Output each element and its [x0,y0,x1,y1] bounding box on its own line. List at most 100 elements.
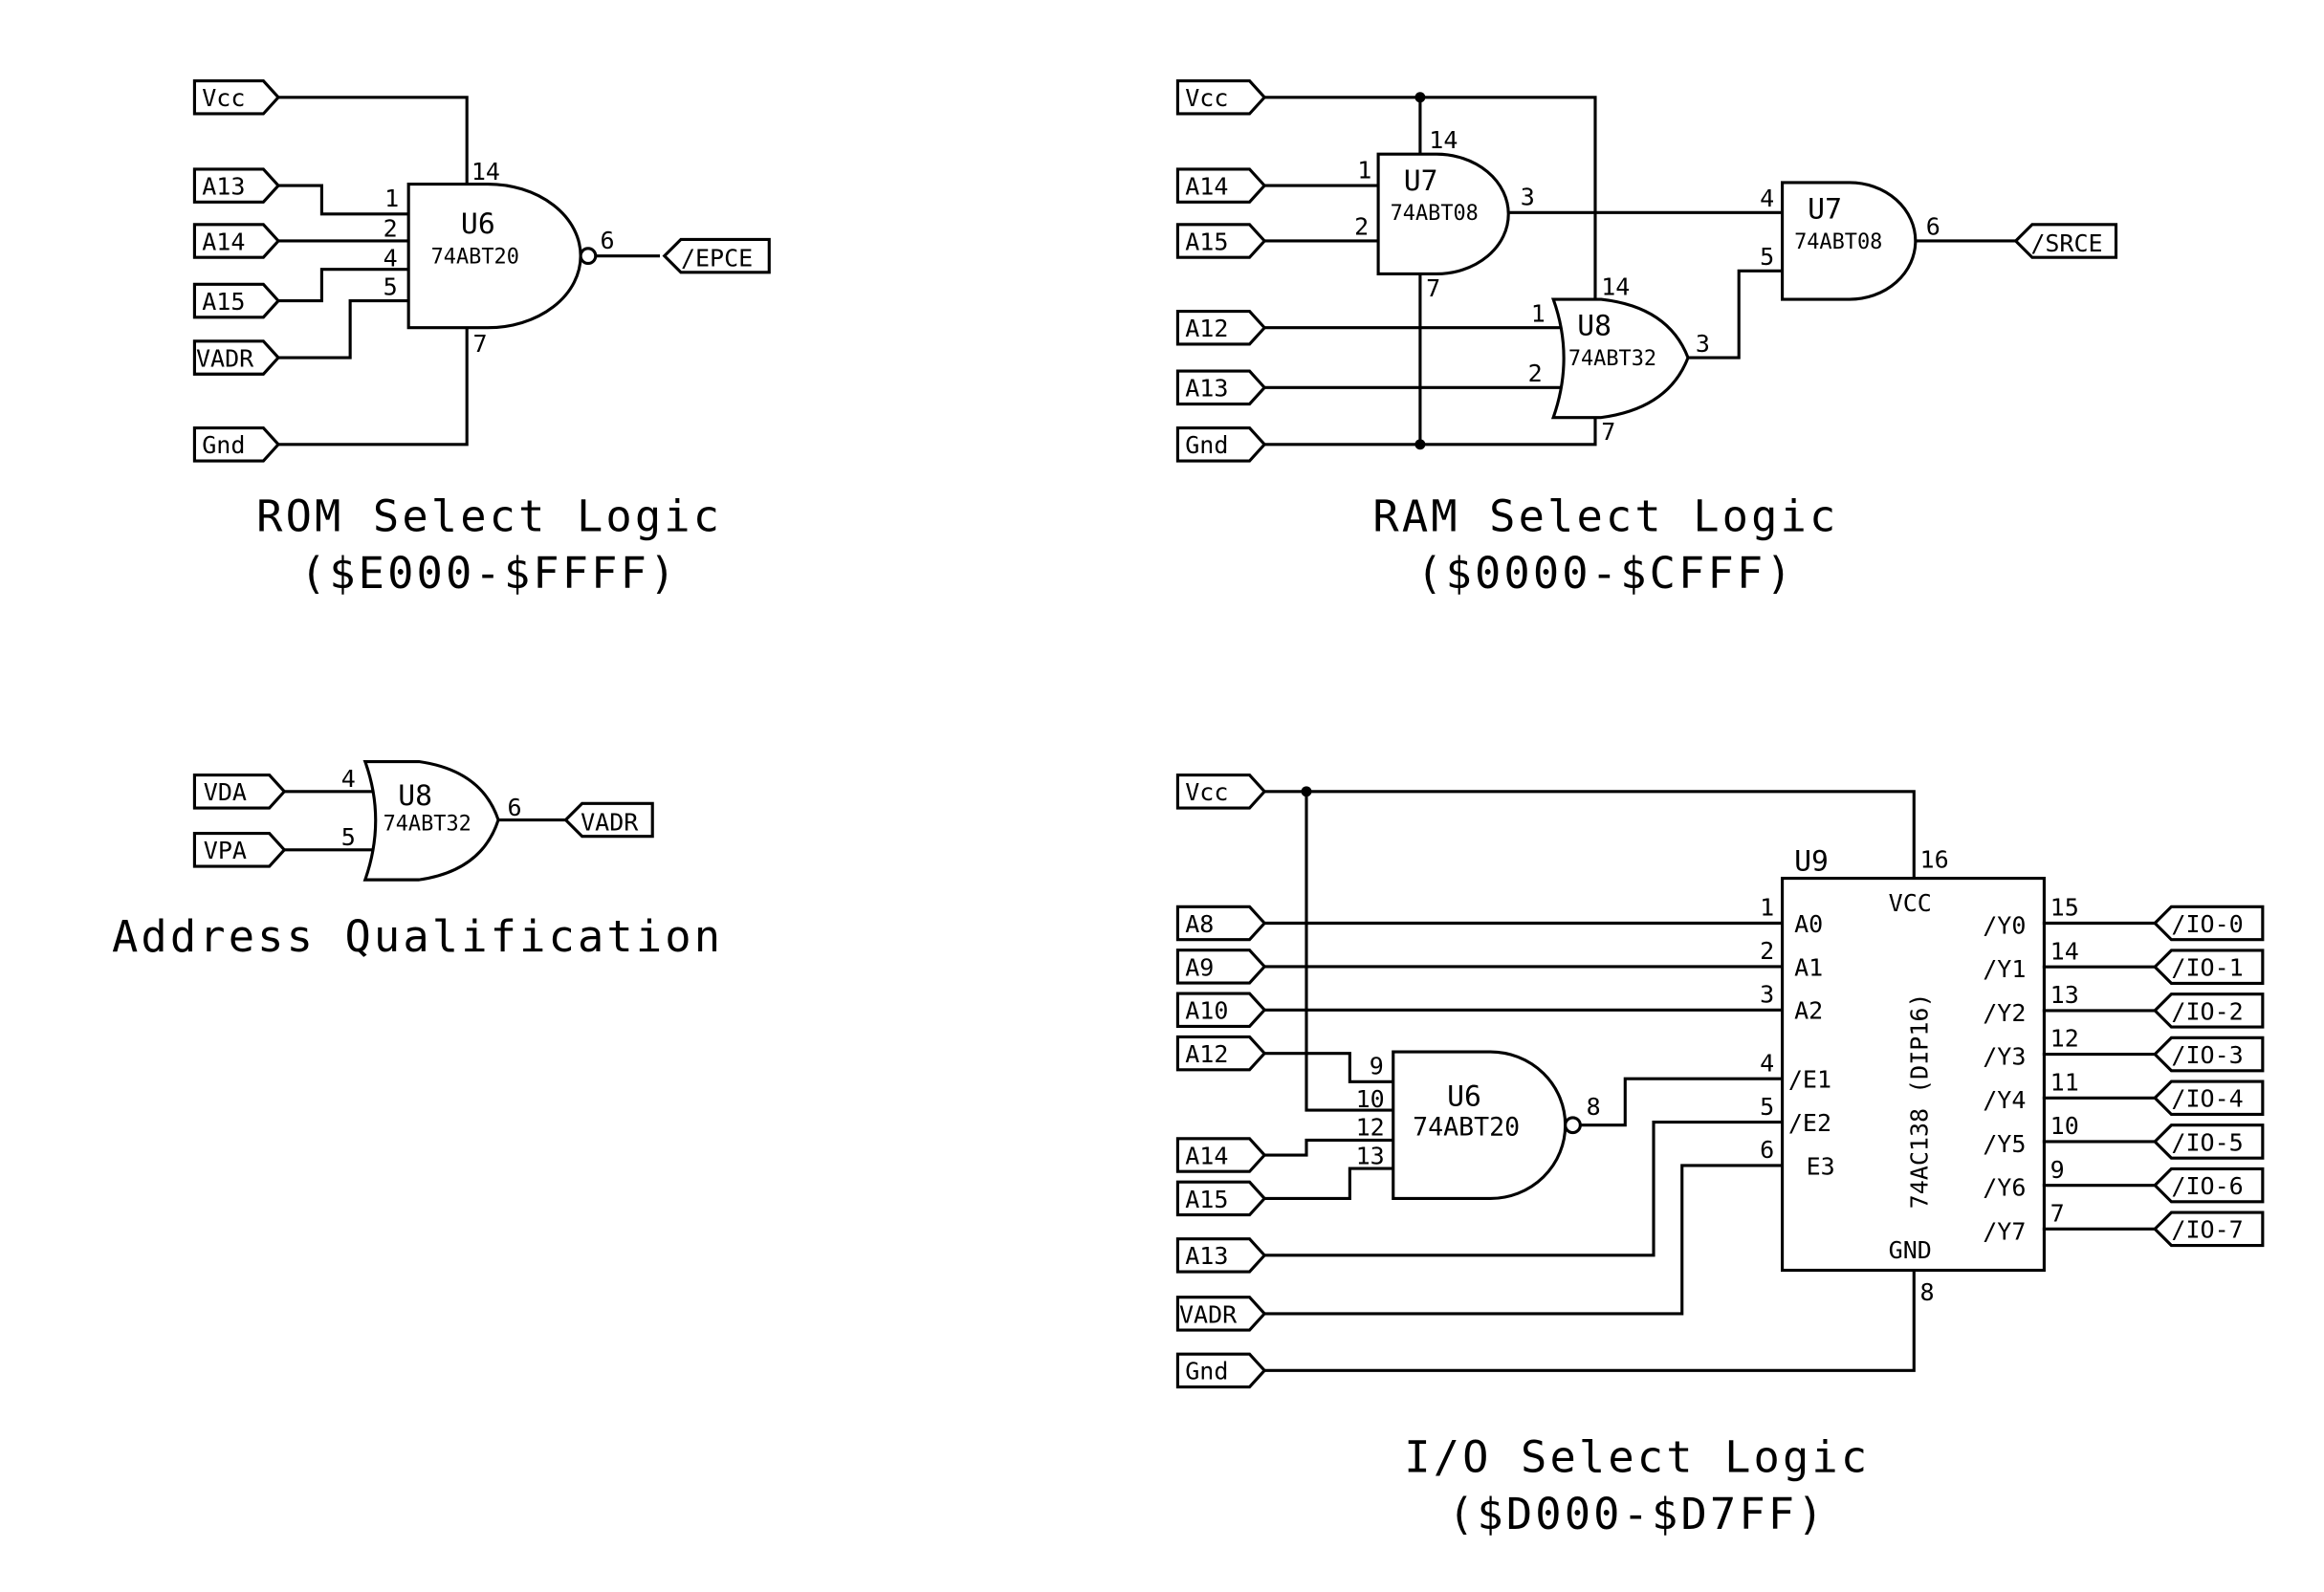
port-label: /IO-0 [2171,910,2243,938]
decoder-output-label: /Y0 [1983,911,2026,939]
port-label: A12 [1185,1040,1228,1068]
pin-number: 5 [1760,1093,1774,1121]
pin-number: 5 [384,273,398,300]
pin-number: 4 [1760,185,1774,212]
junction-dot [1301,786,1312,797]
rom-select-section: Vcc A13 A14 A15 VADR Gnd [192,79,771,599]
wire [1262,96,1597,303]
gate-part: 74ABT20 [1413,1113,1520,1143]
port-a8: A8 [1175,905,1267,942]
pin-number: 8 [1587,1093,1601,1121]
port-label: A9 [1185,953,1214,981]
address-qualification-section: VDA VPA U8 74ABT32 4 5 6 VADR Address Qu… [112,759,723,962]
gate-u8-or: U8 74ABT32 [1550,297,1690,420]
wire [1262,1121,1785,1257]
wire [276,268,410,303]
decoder-gnd-label: GND [1889,1236,1932,1264]
port-label: Vcc [1185,84,1228,112]
wire [276,184,410,216]
wire [1578,1077,1785,1127]
gate-part: 74ABT32 [384,812,471,836]
decoder-u9: U9 16 VCC GND 8 74AC138 (DIP16) 1A02A13A… [1760,845,2265,1306]
port-vadr: VADR [192,339,281,376]
gate-u6-nand: U6 74ABT20 [1392,1050,1582,1200]
port-vcc: Vcc [192,79,281,116]
port-a15: A15 [1175,223,1267,259]
pin-number: 1 [1760,894,1774,922]
wire [1262,790,1916,881]
port-io-7: /IO-7 [2152,1210,2265,1248]
port-a12: A12 [1175,1035,1267,1072]
port-io-0: /IO-0 [2152,905,2265,942]
pin-number: 14 [2050,937,2079,965]
port-a13: A13 [1175,1237,1267,1274]
gate-part: 74ABT20 [431,245,519,269]
pin-number: 4 [384,245,398,273]
port-epce: /EPCE [662,237,771,274]
pin-number: 9 [2050,1156,2065,1184]
gate-u6-nand: U6 74ABT20 [406,182,598,330]
gate-ref: U6 [461,207,495,241]
pin-number: 8 [1920,1278,1935,1306]
port-vcc: Vcc [1175,79,1267,116]
port-a13: A13 [1175,369,1267,406]
port-label: A14 [1185,1142,1228,1169]
port-label: /IO-5 [2171,1128,2243,1156]
gate-ref: U7 [1404,164,1438,198]
decoder-ref: U9 [1794,845,1829,879]
port-io-3: /IO-3 [2152,1036,2265,1073]
pin-number: 5 [1760,243,1774,271]
port-io-1: /IO-1 [2152,949,2265,985]
decoder-input-label: /E1 [1788,1066,1831,1094]
pin-number: 6 [507,794,521,821]
pin-number: 7 [472,330,487,358]
port-a14: A14 [192,223,281,259]
port-a10: A10 [1175,992,1267,1029]
ram-select-section: Vcc A14 A15 A12 A13 Gnd [1175,79,2118,599]
port-label: /IO-4 [2171,1085,2243,1113]
section-range: ($E000-$FFFF) [300,548,679,599]
wire [1262,416,1597,447]
pin-number: 2 [384,214,398,242]
decoder-input-label: A1 [1794,953,1823,981]
pin-number: 6 [1760,1136,1774,1164]
wire [1305,790,1395,1112]
pin-number: 7 [1426,274,1440,302]
decoder-output-label: /Y5 [1983,1130,2026,1158]
section-title: I/O Select Logic [1404,1432,1870,1483]
gate-part: 74ABT08 [1794,230,1882,254]
port-label: /IO-6 [2171,1172,2243,1200]
decoder-part: 74AC138 (DIP16) [1905,992,1933,1209]
port-label: VADR [196,344,254,372]
decoder-input-label: A0 [1794,910,1823,938]
port-a12: A12 [1175,309,1267,346]
port-label: /IO-7 [2171,1216,2243,1244]
port-label: A14 [202,228,245,255]
section-title: Address Qualification [112,911,723,962]
port-label: /IO-3 [2171,1041,2243,1069]
pin-number: 2 [1760,937,1774,965]
pin-number: 15 [2050,894,2079,922]
port-label: A13 [1185,1242,1228,1270]
decoder-output-label: /Y7 [1983,1217,2026,1245]
pin-number: 7 [1601,418,1615,446]
port-label: VADR [581,808,639,836]
port-label: /IO-2 [2171,997,2243,1025]
pin-number: 1 [1531,299,1546,327]
decoder-input-label: /E2 [1788,1109,1831,1137]
section-range: ($0000-$CFFF) [1416,548,1795,599]
port-label: VPA [204,837,247,864]
port-label: A13 [202,172,245,200]
decoder-input-label: E3 [1807,1152,1835,1180]
port-io-4: /IO-4 [2152,1080,2265,1117]
decoder-output-label: /Y3 [1983,1043,2026,1071]
port-label: Gnd [1185,431,1228,459]
port-label: VADR [1179,1300,1238,1328]
port-srce: /SRCE [2013,223,2118,259]
section-title: ROM Select Logic [256,491,722,542]
wire [1686,269,1785,360]
section-title: RAM Select Logic [1372,491,1838,542]
wire [276,96,469,186]
section-range: ($D000-$D7FF) [1448,1489,1827,1539]
